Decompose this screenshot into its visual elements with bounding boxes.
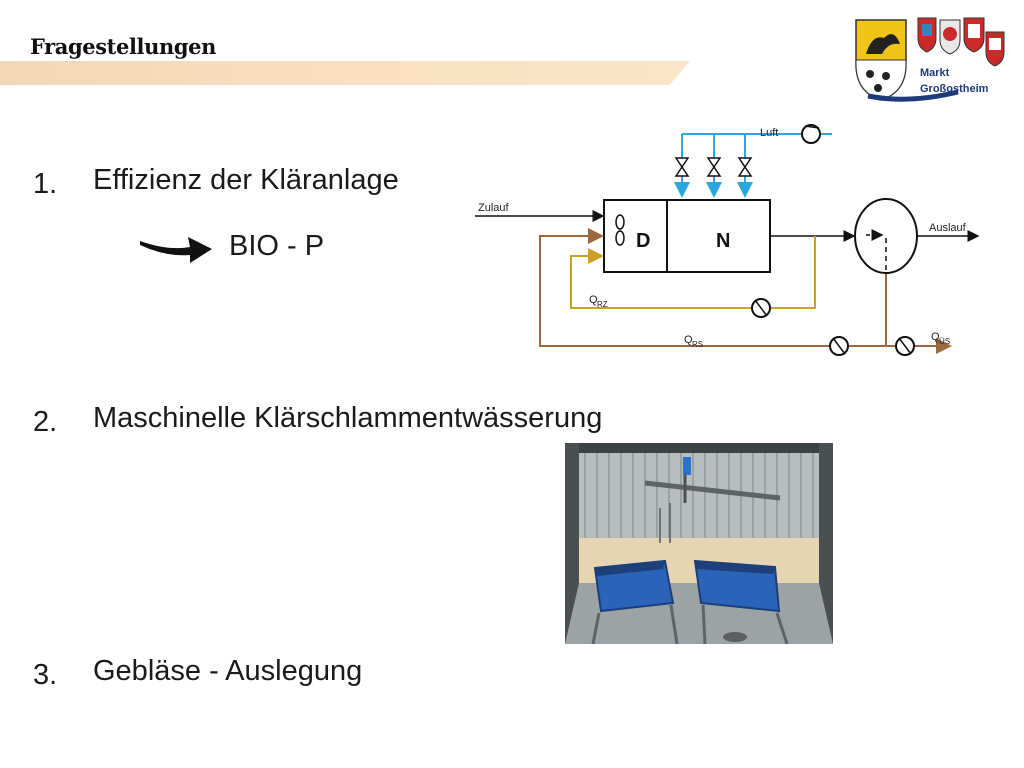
basin-d-label: D [636,230,650,252]
label-q-rs: Q [684,334,693,346]
item-3-number: 3. [33,659,58,691]
slide-title: Fragestellungen [30,34,216,59]
markt-grossostheim-logo: Markt Großostheim [848,14,1008,104]
aeration-basin [603,199,771,273]
title-underline-band [0,61,690,85]
label-auslauf: Auslauf [929,222,967,234]
excess-sludge-line: Q ÜS [886,331,952,356]
blower-icon [801,124,821,144]
label-q-rz: Q [589,294,598,306]
label-zulauf: Zulauf [478,202,510,214]
secondary-clarifier [854,198,918,274]
label-q-us-sub: ÜS [939,337,950,346]
logo-text-line2: Großostheim [920,83,989,95]
activated-sludge-process-diagram: Luft Zulauf D N Auslauf Q RZ Q RS [475,124,980,356]
label-q-rs-sub: RS [692,340,703,349]
item-3-text: Gebläse - Auslegung [93,655,363,687]
sludge-dewatering-photo [565,443,833,644]
curved-arrow-icon [140,237,212,263]
label-q-us: Q [931,331,940,343]
air-supply-line: Luft [674,124,832,198]
internal-recirculation-line: Q RZ [570,236,816,318]
item-2-text: Maschinelle Klärschlammentwässerung [93,402,603,434]
return-sludge-line: Q RS [539,228,887,356]
logo-text-line1: Markt [920,67,950,79]
label-q-rz-sub: RZ [597,300,608,309]
label-luft: Luft [760,127,778,139]
item-1-subtext: BIO - P [229,230,325,262]
item-2-number: 2. [33,406,58,438]
item-1-text: Effizienz der Kläranlage [93,164,399,196]
item-1-number: 1. [33,168,58,200]
basin-n-label: N [716,230,730,252]
mixer-icon [615,214,625,246]
